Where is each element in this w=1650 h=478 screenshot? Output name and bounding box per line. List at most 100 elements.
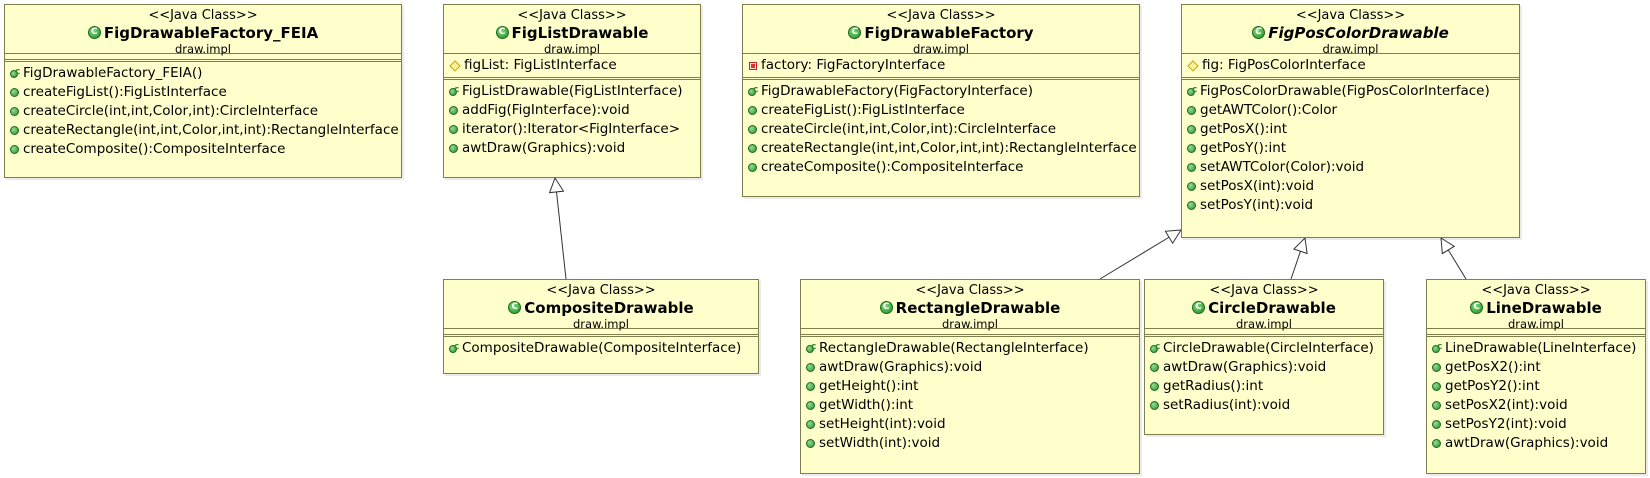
class-icon: C — [508, 301, 522, 314]
operation-row[interactable]: createRectangle(int,int,Color,int,int):R… — [10, 121, 401, 140]
operation-text: setPosX2(int):void — [1445, 397, 1568, 413]
operation-row[interactable]: getRadius():int — [1150, 377, 1383, 396]
public-method-icon — [1187, 144, 1196, 153]
generalization-line — [556, 191, 567, 280]
operation-row[interactable]: RectangleDrawable(RectangleInterface) — [806, 338, 1139, 358]
operation-row[interactable]: FigPosColorDrawable(FigPosColorInterface… — [1187, 81, 1519, 101]
stereotype-label: <<Java Class>> — [148, 8, 258, 23]
stereotype-label: <<Java Class>> — [546, 283, 656, 298]
operation-row[interactable]: CompositeDrawable(CompositeInterface) — [449, 338, 758, 358]
public-method-icon — [806, 363, 815, 372]
operation-row[interactable]: createComposite():CompositeInterface — [10, 140, 401, 159]
generalization-line — [1290, 251, 1301, 280]
operation-row[interactable]: setHeight(int):void — [806, 415, 1139, 434]
operation-text: setPosX(int):void — [1200, 178, 1315, 194]
operation-row[interactable]: FigDrawableFactory(FigFactoryInterface) — [748, 81, 1139, 101]
operation-row[interactable]: setRadius(int):void — [1150, 396, 1383, 415]
operation-row[interactable]: LineDrawable(LineInterface) — [1432, 338, 1645, 358]
operation-row[interactable]: setPosY(int):void — [1187, 196, 1519, 215]
private-field-icon — [749, 61, 757, 70]
attribute-text: fig: FigPosColorInterface — [1202, 57, 1366, 73]
operation-row[interactable]: setPosX2(int):void — [1432, 396, 1645, 415]
public-method-icon — [449, 125, 458, 134]
operation-row[interactable]: getHeight():int — [806, 377, 1139, 396]
operation-row[interactable]: awtDraw(Graphics):void — [806, 358, 1139, 377]
public-method-icon — [748, 125, 757, 134]
operation-row[interactable]: createCircle(int,int,Color,int):CircleIn… — [748, 120, 1139, 139]
operation-row[interactable]: getAWTColor():Color — [1187, 101, 1519, 120]
public-method-icon — [748, 106, 757, 115]
operation-row[interactable]: awtDraw(Graphics):void — [449, 139, 700, 158]
operation-text: getPosX2():int — [1445, 359, 1541, 375]
operation-text: createCircle(int,int,Color,int):CircleIn… — [761, 121, 1057, 137]
operation-row[interactable]: iterator():Iterator<FigInterface> — [449, 120, 700, 139]
operation-text: CircleDrawable(CircleInterface) — [1163, 340, 1374, 356]
class-name-text: LineDrawable — [1486, 299, 1602, 317]
attribute-text: factory: FigFactoryInterface — [761, 57, 946, 73]
operation-row[interactable]: getPosX():int — [1187, 120, 1519, 139]
public-method-icon — [1150, 382, 1159, 391]
operations-compartment: LineDrawable(LineInterface)getPosX2():in… — [1427, 334, 1645, 455]
generalization-arrowhead — [1440, 237, 1456, 255]
operation-row[interactable]: createCircle(int,int,Color,int):CircleIn… — [10, 102, 401, 121]
attribute-row[interactable]: factory: FigFactoryInterface — [748, 56, 1139, 75]
operations-compartment: FigPosColorDrawable(FigPosColorInterface… — [1182, 77, 1519, 217]
operation-text: createRectangle(int,int,Color,int,int):R… — [23, 122, 399, 138]
operation-row[interactable]: setAWTColor(Color):void — [1187, 158, 1519, 177]
package-label: draw.impl — [913, 42, 969, 56]
public-method-icon — [806, 382, 815, 391]
operation-row[interactable]: getPosX2():int — [1432, 358, 1645, 377]
operation-row[interactable]: setPosX(int):void — [1187, 177, 1519, 196]
class-circle[interactable]: <<Java Class>>CCircleDrawabledraw.implCi… — [1144, 279, 1384, 435]
attribute-row[interactable]: fig: FigPosColorInterface — [1187, 56, 1519, 75]
operation-row[interactable]: FigDrawableFactory_FEIA() — [10, 63, 401, 83]
operation-row[interactable]: getPosY2():int — [1432, 377, 1645, 396]
package-label: draw.impl — [544, 42, 600, 56]
attributes-compartment: figList: FigListInterface — [444, 53, 700, 77]
package-label: draw.impl — [1236, 317, 1292, 331]
operation-row[interactable]: createFigList():FigListInterface — [748, 101, 1139, 120]
public-method-icon — [1187, 163, 1196, 172]
operation-text: setWidth(int):void — [819, 435, 941, 451]
public-method-icon — [1187, 125, 1196, 134]
operation-text: CompositeDrawable(CompositeInterface) — [462, 340, 742, 356]
operation-text: getHeight():int — [819, 378, 919, 394]
operation-text: getPosX():int — [1200, 121, 1288, 137]
class-line[interactable]: <<Java Class>>CLineDrawabledraw.implLine… — [1426, 279, 1646, 474]
attributes-compartment — [801, 328, 1139, 334]
operation-row[interactable]: awtDraw(Graphics):void — [1150, 358, 1383, 377]
operation-row[interactable]: createComposite():CompositeInterface — [748, 158, 1139, 177]
operation-text: getPosY():int — [1200, 140, 1287, 156]
operation-row[interactable]: setWidth(int):void — [806, 434, 1139, 453]
public-method-icon — [1432, 401, 1441, 410]
operation-row[interactable]: createRectangle(int,int,Color,int,int):R… — [748, 139, 1139, 158]
operation-row[interactable]: getWidth():int — [806, 396, 1139, 415]
generalization-arrowhead — [1292, 236, 1308, 255]
operation-row[interactable]: FigListDrawable(FigListInterface) — [449, 81, 700, 101]
operation-row[interactable]: getPosY():int — [1187, 139, 1519, 158]
operation-text: setRadius(int):void — [1163, 397, 1291, 413]
public-method-icon — [806, 439, 815, 448]
operation-row[interactable]: createFigList():FigListInterface — [10, 83, 401, 102]
operation-row[interactable]: awtDraw(Graphics):void — [1432, 434, 1645, 453]
operation-row[interactable]: CircleDrawable(CircleInterface) — [1150, 338, 1383, 358]
operation-row[interactable]: addFig(FigInterface):void — [449, 101, 700, 120]
attributes-compartment: fig: FigPosColorInterface — [1182, 53, 1519, 77]
public-method-icon — [806, 420, 815, 429]
class-icon: C — [848, 26, 862, 39]
attribute-row[interactable]: figList: FigListInterface — [449, 56, 700, 75]
class-name-text: CircleDrawable — [1208, 299, 1336, 317]
operation-row[interactable]: setPosY2(int):void — [1432, 415, 1645, 434]
